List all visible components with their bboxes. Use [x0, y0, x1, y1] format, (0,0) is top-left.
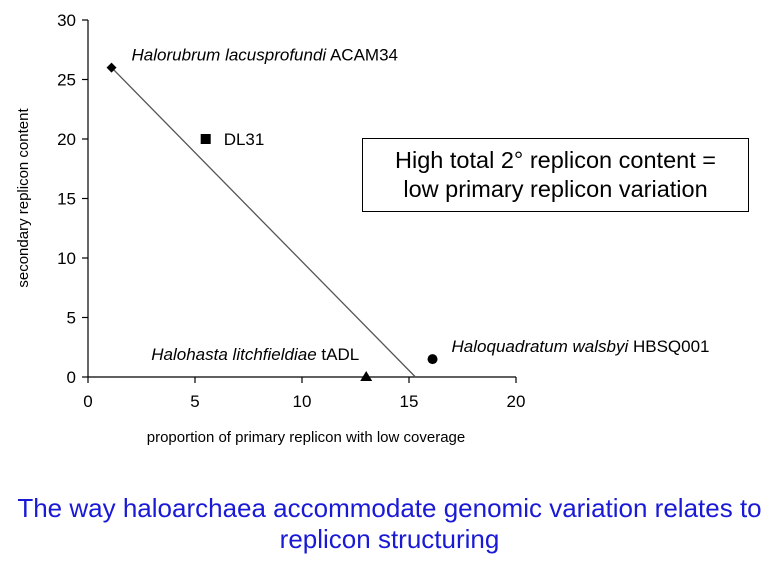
annotation-box: High total 2° replicon content = low pri…: [362, 138, 749, 212]
caption-line-2: replicon structuring: [279, 524, 500, 554]
y-tick-label: 30: [57, 11, 76, 30]
y-tick-label: 10: [57, 249, 76, 268]
species-name: Halorubrum lacusprofundi: [132, 46, 328, 65]
data-point-label: DL31: [224, 130, 265, 149]
trendline-group: [111, 67, 416, 378]
y-tick-label: 0: [67, 368, 76, 387]
slide-caption: The way haloarchaea accommodate genomic …: [0, 493, 779, 555]
data-point-square: [200, 134, 211, 144]
data-points: [106, 62, 438, 381]
trendline: [111, 67, 416, 378]
y-axis-title: secondary replicon content: [15, 108, 32, 288]
species-name: Haloquadratum walsbyi: [452, 337, 630, 356]
data-point-label: Halohasta litchfieldiae tADL: [151, 345, 359, 364]
strain-name: HBSQ001: [628, 337, 709, 356]
data-point-label: Haloquadratum walsbyi HBSQ001: [452, 337, 710, 356]
y-tick-label: 20: [57, 130, 76, 149]
caption-line-1: The way haloarchaea accommodate genomic …: [17, 493, 762, 523]
data-point-label: Halorubrum lacusprofundi ACAM34: [132, 46, 398, 65]
x-tick-label: 15: [400, 392, 419, 411]
annotation-line-1: High total 2° replicon content =: [395, 147, 716, 173]
species-name: Halohasta litchfieldiae: [151, 345, 316, 364]
x-tick-label: 0: [83, 392, 92, 411]
strain-name: tADL: [317, 345, 360, 364]
scatter-chart: 0 5 10 15 20 25 30 0 5 10 15 20 Halorubrum lacuspro…: [15, 11, 710, 446]
x-tick-label: 20: [507, 392, 526, 411]
y-tick-label: 5: [67, 309, 76, 328]
annotation-line-2: low primary replicon variation: [403, 176, 708, 202]
data-point-circle: [427, 354, 438, 365]
data-point-triangle: [360, 371, 373, 381]
point-labels: Halorubrum lacusprofundi ACAM34DL31Haloh…: [132, 46, 710, 364]
x-tick-label: 5: [190, 392, 199, 411]
x-tick-label: 10: [293, 392, 312, 411]
chart-ticks: 0 5 10 15 20 25 30 0 5 10 15 20: [57, 11, 525, 411]
y-tick-label: 15: [57, 190, 76, 209]
y-tick-label: 25: [57, 71, 76, 90]
strain-name: DL31: [224, 130, 265, 149]
data-point-diamond: [106, 62, 117, 73]
x-axis-title: proportion of primary replicon with low …: [147, 429, 465, 446]
strain-name: ACAM34: [326, 46, 398, 65]
